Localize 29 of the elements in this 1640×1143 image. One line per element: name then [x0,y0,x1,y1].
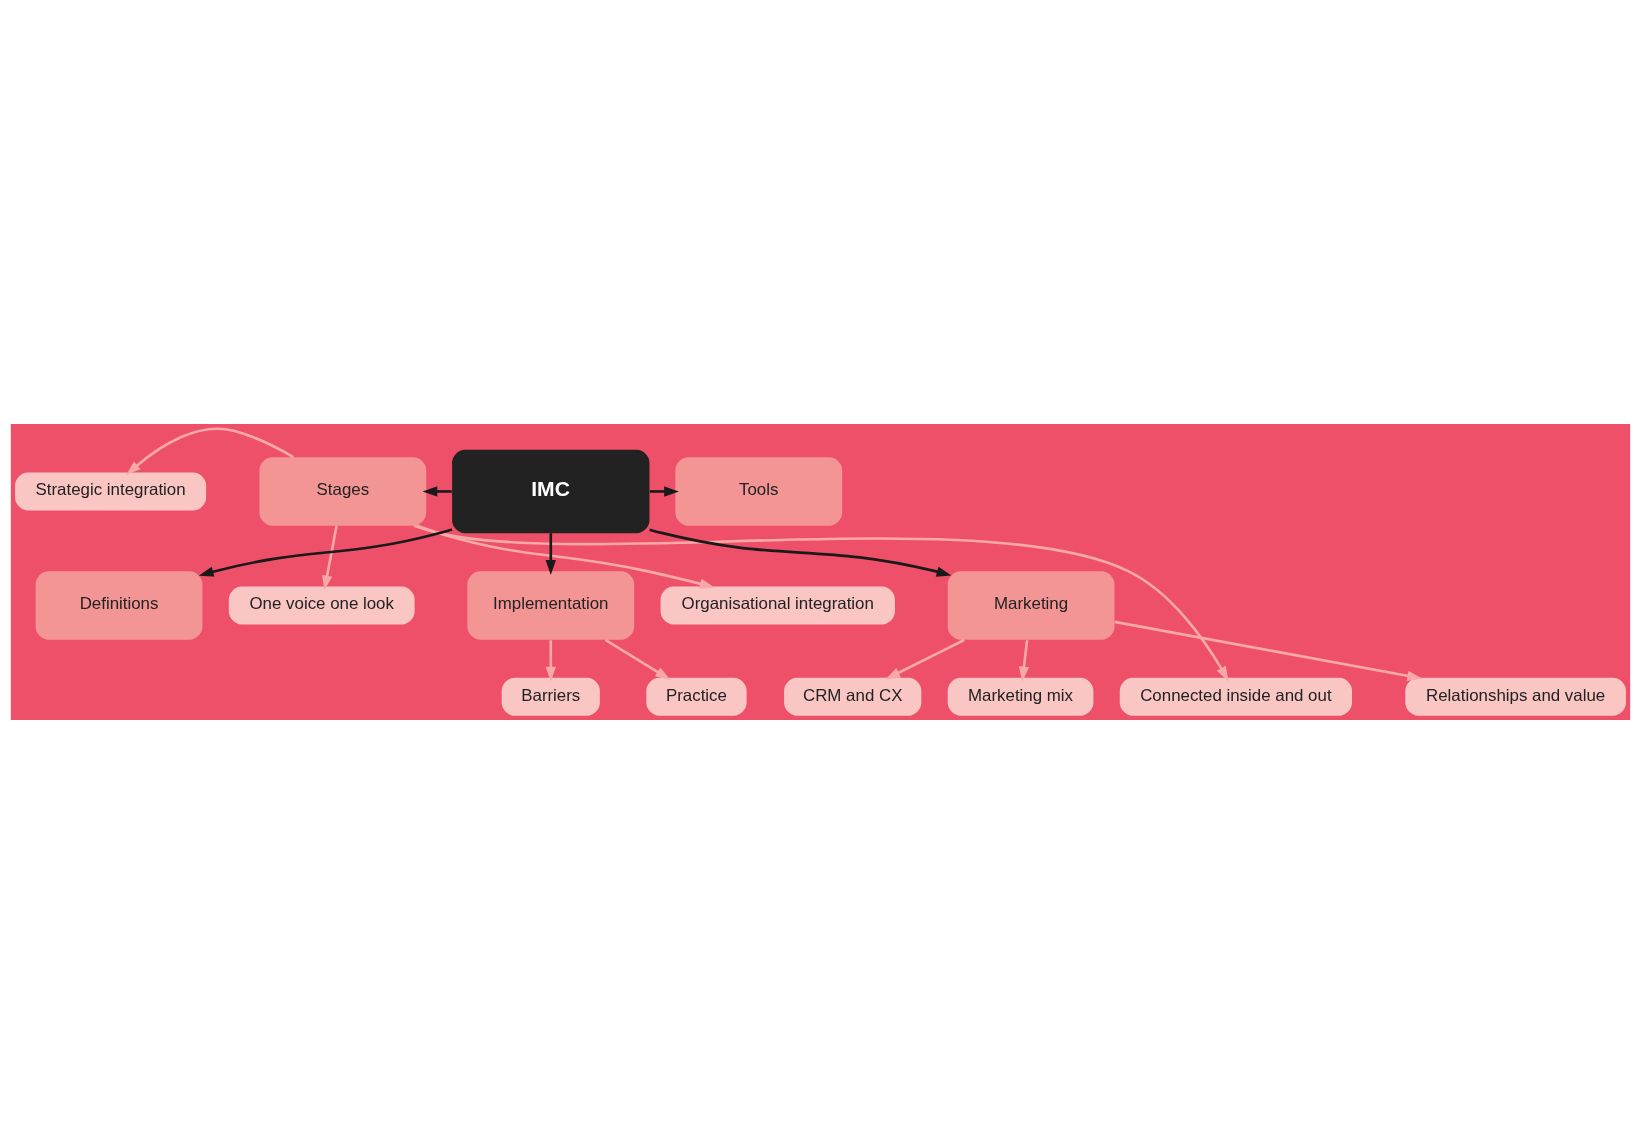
arrow [416,524,715,589]
node-box: One voice one look [228,585,415,624]
arrow [422,485,452,497]
arrow [648,527,951,577]
node-box: Tools [674,456,842,526]
arrow [545,532,556,575]
node-box: Definitions [35,570,202,640]
node-box: IMC [451,449,649,533]
arrow [413,524,1229,681]
node-box: Organisational integration [660,585,895,624]
node-box: Marketing mix [947,677,1093,716]
arrow [321,525,338,590]
node-box: Barriers [501,677,600,716]
arrow [125,426,294,475]
arrow [1018,639,1029,681]
arrow [884,638,965,679]
arrow [1113,620,1422,681]
arrow [604,638,670,680]
arrow [649,485,679,497]
node-box: Practice [645,677,747,716]
arrow [198,527,452,577]
node-box: Connected inside and out [1119,677,1352,716]
node-box: Marketing [947,570,1114,640]
node-box: Implementation [466,570,634,640]
node-box: Strategic integration [14,471,206,510]
node-box: Stages [258,456,426,526]
arrow [545,639,556,681]
node-box: CRM and CX [783,677,921,716]
node-box: Relationships and value [1404,677,1626,716]
